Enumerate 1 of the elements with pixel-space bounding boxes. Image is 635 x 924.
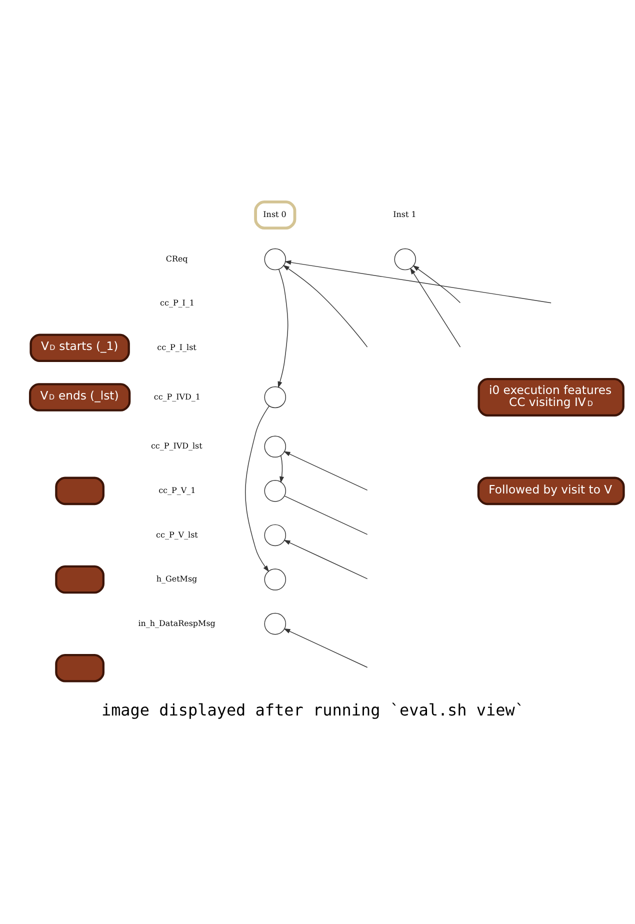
caption: image displayed after running `eval.sh view` [101, 700, 524, 720]
